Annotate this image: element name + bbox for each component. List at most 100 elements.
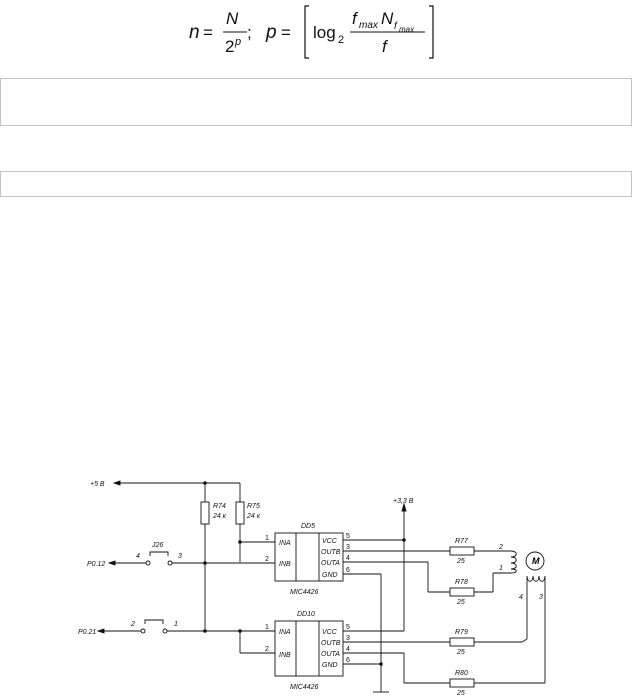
formula-separator: ;: [247, 23, 252, 42]
motor-coil-2: [526, 575, 546, 582]
formula-num-N-sub-f: f: [394, 21, 398, 32]
label-chip-dd5-part: MIC4426: [290, 589, 319, 596]
label-dd5: DD5: [301, 523, 315, 530]
chip-dd5: [274, 532, 344, 582]
label-r78: R78: [455, 579, 468, 586]
arrow-5v: [112, 480, 121, 486]
formula: n = N 2 p ; p = log 2 f max N f max f: [189, 5, 434, 59]
label-chip-dd10-part: MIC4426: [290, 684, 319, 691]
formula-n-numerator: N: [226, 9, 239, 28]
resistor-r79: [449, 637, 475, 647]
chip-dd10: [274, 620, 344, 677]
label-jumper2-pin2: 2: [130, 621, 135, 628]
dd10-pin-num-2: 2: [265, 646, 269, 653]
formula-num-f-sub: max: [359, 20, 379, 31]
label-r75: R75: [247, 503, 260, 510]
formula-n-denominator-exp: p: [234, 36, 241, 48]
dd10-pin-num-4: 4: [346, 646, 350, 653]
dd5-pin-num-3: 3: [346, 544, 350, 551]
dd10-pin-num-1: 1: [265, 624, 269, 631]
junction-dot: [379, 662, 383, 666]
formula-num-f: f: [352, 9, 359, 28]
label-coil-1: 1: [499, 565, 503, 572]
label-33v: +3,3 В: [393, 498, 414, 505]
dd10-pin-vcc: VCC: [322, 629, 338, 636]
empty-box-upper: [0, 78, 632, 126]
junction-dot: [203, 629, 207, 633]
formula-equals-1: =: [203, 23, 213, 42]
formula-floor-left: [304, 5, 309, 59]
dd5-pin-outa: OUTA: [321, 560, 340, 567]
label-coil-2: 2: [498, 544, 503, 551]
dd10-pin-outa: OUTA: [321, 651, 340, 658]
dd5-pin-gnd: GND: [322, 572, 338, 579]
label-j26-pin4: 4: [136, 553, 140, 560]
dd5-pin-inb: INB: [279, 561, 291, 568]
dd10-pin-num-3: 3: [346, 635, 350, 642]
motor-coil-1: [510, 550, 517, 574]
formula-log-base: 2: [338, 34, 344, 46]
formula-num-N-sub-max: max: [399, 25, 415, 34]
circuit-schematic: +5 В R74 24 к R75 24 к J26 4 3 P0.12 2 1…: [78, 480, 546, 696]
dd5-pin-num-5: 5: [346, 533, 350, 540]
label-p012: P0.12: [87, 561, 105, 568]
dd5-pin-ina: INA: [279, 540, 291, 547]
formula-equals-2: =: [281, 23, 291, 42]
label-j26-pin3: 3: [178, 553, 182, 560]
junction-dots: [203, 481, 406, 666]
resistor-r74: [200, 501, 210, 525]
j26-contact-3: [167, 560, 173, 566]
empty-box-lower: [0, 171, 632, 197]
label-p021: P0.21: [78, 629, 96, 636]
formula-den-f: f: [382, 37, 389, 56]
dd5-pin-num-2: 2: [265, 556, 269, 563]
label-r80: R80: [455, 670, 468, 677]
junction-dot: [238, 540, 242, 544]
dd10-pin-ina: INA: [279, 629, 291, 636]
junction-dot: [203, 561, 207, 565]
label-r77: R77: [455, 538, 469, 545]
jumper2-bridge: [144, 619, 164, 624]
label-motor-4: 4: [519, 594, 523, 601]
junction-dot: [402, 538, 406, 542]
label-r80-value: 25: [456, 690, 465, 696]
arrow-p012: [107, 560, 116, 566]
dd10-pin-inb: INB: [279, 652, 291, 659]
label-r77-value: 25: [456, 558, 465, 565]
label-5v: +5 В: [90, 481, 105, 488]
dd10-pin-outb: OUTB: [321, 640, 341, 647]
label-r74-value: 24 к: [212, 513, 227, 520]
label-r74: R74: [213, 503, 226, 510]
label-r79-value: 25: [456, 649, 465, 656]
dd5-pin-num-1: 1: [265, 535, 269, 542]
label-motor: M: [532, 556, 540, 566]
label-j26: J26: [151, 542, 163, 549]
junction-dot: [238, 629, 242, 633]
resistor-r80: [449, 678, 475, 688]
dd5-pin-num-4: 4: [346, 555, 350, 562]
formula-n-denominator-base: 2: [225, 37, 234, 56]
label-motor-3: 3: [539, 594, 543, 601]
formula-floor-right: [429, 5, 434, 59]
resistor-r75: [235, 501, 245, 525]
resistor-r78: [449, 587, 475, 597]
label-r79: R79: [455, 629, 468, 636]
arrow-33v: [401, 502, 407, 512]
label-dd10: DD10: [297, 611, 315, 618]
arrow-p021: [96, 628, 105, 634]
dd10-pin-num-6: 6: [346, 657, 350, 664]
formula-log: log: [313, 23, 336, 42]
dd5-pin-vcc: VCC: [322, 538, 338, 545]
resistor-r77: [449, 546, 475, 556]
wire-r79-to-motor: [521, 638, 528, 643]
dd5-pin-num-6: 6: [346, 567, 350, 574]
formula-p-symbol: p: [265, 22, 277, 43]
label-jumper2-pin1: 1: [174, 621, 178, 628]
formula-num-N: N: [381, 9, 394, 28]
j26-contact-4: [145, 560, 151, 566]
label-r75-value: 24 к: [246, 513, 261, 520]
jumper2-contact-2: [140, 628, 146, 634]
label-r78-value: 25: [456, 599, 465, 606]
j26-jumper: [149, 551, 169, 556]
formula-p-part: p = log 2 f max N f max f: [265, 5, 434, 59]
